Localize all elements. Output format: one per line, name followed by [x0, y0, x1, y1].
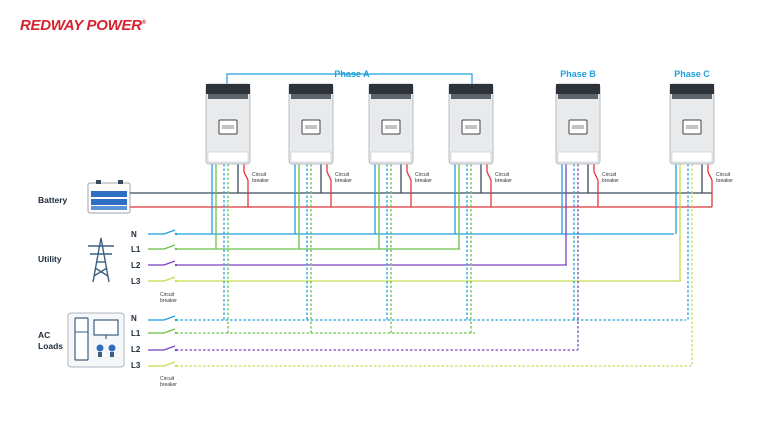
breaker-switch [163, 315, 176, 321]
inverter-top-panel [369, 84, 413, 94]
inverter-breaker-label-2: breaker [252, 178, 269, 184]
inverter-vent [451, 94, 491, 99]
inverter-breaker-label-2: breaker [335, 178, 352, 184]
battery-section-label: Battery [38, 195, 68, 205]
breaker-switch [163, 276, 176, 282]
inverter-terminal-strip [207, 151, 249, 163]
inverter-top-panel [289, 84, 333, 94]
inverter-display-bar [222, 125, 234, 129]
breaker-contact [174, 331, 178, 335]
ac-loads-icon [67, 312, 125, 368]
inverter-vent [371, 94, 411, 99]
inverter-breaker-label-2: breaker [716, 178, 733, 184]
breaker-switch [163, 260, 176, 266]
load-breaker-label-1: Circuit [160, 376, 175, 382]
inverter-breaker-label-1: Circuit [716, 172, 731, 178]
inverter-display-bar [385, 125, 397, 129]
load-label-l1: L1 [131, 329, 141, 338]
load-label-l2: L2 [131, 345, 141, 354]
phase-a-label: Phase A [334, 69, 370, 79]
inverter-terminal-strip [370, 151, 412, 163]
utility-label-l2: L2 [131, 261, 141, 270]
load-breaker-label-2: breaker [160, 382, 177, 388]
inverter-breaker-label-2: breaker [415, 178, 432, 184]
inverter-display-bar [686, 125, 698, 129]
breaker-switch [163, 244, 176, 250]
breaker-contact [174, 232, 178, 236]
inverter-breaker-switch [707, 171, 713, 181]
inverter-terminal-strip [671, 151, 713, 163]
utility-label-n: N [131, 230, 137, 239]
utility-breaker-label-1: Circuit [160, 292, 175, 298]
breaker-switch [163, 361, 176, 367]
inverter-breaker-label-1: Circuit [602, 172, 617, 178]
inverter-top-panel [206, 84, 250, 94]
inverter-display-bar [572, 125, 584, 129]
inverter-top-panel [449, 84, 493, 94]
inverter-breaker-switch [243, 171, 249, 181]
inverter-top-panel [556, 84, 600, 94]
ac-loads-label-1: AC [38, 330, 50, 340]
battery-icon [87, 180, 131, 214]
breaker-contact [174, 263, 178, 267]
utility-tower-icon [88, 237, 114, 283]
breaker-switch [163, 345, 176, 351]
breaker-contact [174, 318, 178, 322]
brand-logo: REDWAY POWER® [20, 17, 146, 34]
inverter-terminal-strip [290, 151, 332, 163]
inverter-breaker-switch [593, 171, 599, 181]
inverter-vent [291, 94, 331, 99]
inverter-vent [208, 94, 248, 99]
inverter-breaker-label-2: breaker [495, 178, 512, 184]
inverter-breaker-switch [326, 171, 332, 181]
breaker-contact [174, 247, 178, 251]
inverter-breaker-label-1: Circuit [335, 172, 350, 178]
inverter-terminal-strip [557, 151, 599, 163]
breaker-contact [174, 279, 178, 283]
inverter-breaker-switch [406, 171, 412, 181]
breaker-switch [163, 328, 176, 334]
inverter-breaker-label-1: Circuit [415, 172, 430, 178]
inverter-breaker-label-1: Circuit [495, 172, 510, 178]
ac-loads-label-2: Loads [38, 341, 63, 351]
utility-label-l1: L1 [131, 245, 141, 254]
utility-label-l3: L3 [131, 277, 141, 286]
inverter-top-panel [670, 84, 714, 94]
phase-a-bracket [226, 73, 473, 84]
inverter-vent [558, 94, 598, 99]
utility-breaker-label-2: breaker [160, 298, 177, 304]
breaker-contact [174, 348, 178, 352]
breaker-switch [163, 229, 176, 235]
inverter-breaker-label-2: breaker [602, 178, 619, 184]
phase-c-label: Phase C [674, 69, 710, 79]
inverter-display-bar [465, 125, 477, 129]
phase-b-label: Phase B [560, 69, 596, 79]
breaker-contact [174, 364, 178, 368]
inverter-terminal-strip [450, 151, 492, 163]
inverter-breaker-label-1: Circuit [252, 172, 267, 178]
load-label-n: N [131, 314, 137, 323]
inverter-vent [672, 94, 712, 99]
inverter-display-bar [305, 125, 317, 129]
utility-section-label: Utility [38, 254, 62, 264]
load-label-l3: L3 [131, 361, 141, 370]
inverter-breaker-switch [486, 171, 492, 181]
